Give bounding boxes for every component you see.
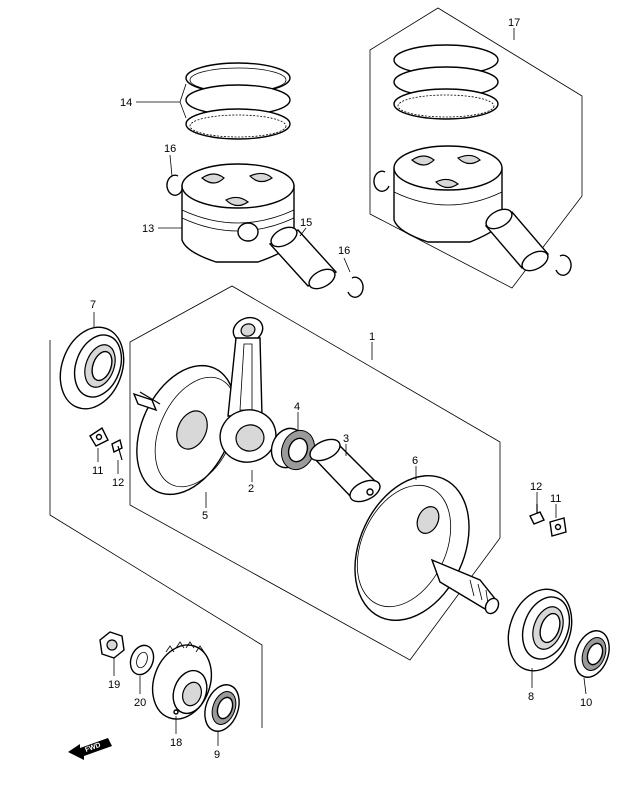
piston-pin-circlip[interactable]: [166, 174, 183, 196]
callout-6: 6: [412, 455, 418, 467]
callout-2: 2: [248, 483, 254, 495]
callout-4: 4: [294, 401, 300, 413]
crank-bearing-right[interactable]: [497, 580, 582, 679]
crankshaft-group-box: [129, 285, 501, 661]
callout-18: 18: [170, 737, 182, 749]
crank-bearing-left[interactable]: [49, 318, 134, 417]
oil-seal-right[interactable]: [569, 626, 615, 682]
crank-web-left[interactable]: [117, 350, 254, 510]
crank-nut[interactable]: [99, 631, 125, 659]
callout-labels: 1 2 3 4 5 6 7 8 9 10 11 12 12 11 13 14 1…: [90, 17, 592, 761]
crankpin-needle-bearing[interactable]: [266, 424, 320, 475]
piston-rings[interactable]: [185, 62, 291, 140]
connecting-rod[interactable]: [214, 314, 282, 469]
callout-15: 15: [300, 217, 312, 229]
lower-assembly-group-box: [49, 340, 263, 728]
leader-lines: [93, 28, 587, 746]
callout-17: 17: [508, 17, 520, 29]
callout-1: 1: [369, 331, 375, 343]
callout-12-left: 12: [112, 477, 124, 489]
callout-19: 19: [108, 679, 120, 691]
callout-14: 14: [120, 97, 132, 109]
callout-8: 8: [528, 691, 534, 703]
oil-seal-left[interactable]: [199, 680, 245, 736]
callout-11-right: 11: [550, 493, 561, 505]
callout-16-lower: 16: [338, 245, 350, 257]
callout-11-left: 11: [92, 465, 103, 477]
callout-9: 9: [214, 749, 220, 761]
callout-7: 7: [90, 299, 96, 311]
bearing-retainer-right[interactable]: [529, 504, 567, 537]
callout-20: 20: [134, 697, 146, 709]
piston-kit-group-box: [369, 7, 583, 289]
piston-pin[interactable]: [268, 223, 338, 292]
bearing-retainer-left[interactable]: [89, 426, 123, 461]
callout-16-upper: 16: [164, 143, 176, 155]
callout-3: 3: [343, 433, 349, 445]
callout-10: 10: [580, 697, 592, 709]
crank-web-right[interactable]: [333, 457, 501, 639]
piston-set[interactable]: [373, 44, 572, 276]
crank-pin[interactable]: [307, 435, 384, 506]
primary-drive-gear[interactable]: [143, 637, 222, 728]
piston-pin-circlip-lower[interactable]: [347, 276, 364, 298]
callout-5: 5: [202, 510, 208, 522]
forward-direction-badge: FWD: [68, 738, 112, 760]
callout-13: 13: [142, 223, 154, 235]
callout-12-right: 12: [530, 481, 542, 493]
crank-washer[interactable]: [127, 642, 158, 678]
